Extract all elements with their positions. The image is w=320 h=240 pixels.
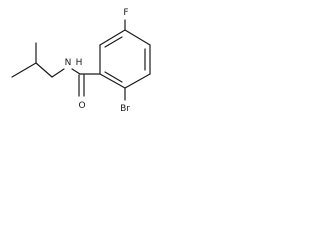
ring-bond — [124, 73, 151, 89]
ring-bond — [99, 29, 126, 46]
structural-formula: F Br O N H — [11, 8, 151, 114]
oxygen-label: O — [78, 101, 85, 111]
methylene-to-methine-bond — [35, 62, 53, 78]
nitrogen-label: N — [65, 58, 72, 68]
ring-double-bond-inner — [104, 36, 123, 48]
hydrogen-label: H — [76, 58, 83, 68]
benzene-ring — [99, 29, 151, 89]
methine-to-methyl-bond — [11, 62, 37, 78]
nitrogen-to-methylene-bond — [51, 68, 65, 78]
ring-bond — [99, 73, 126, 89]
ring-bond — [124, 29, 151, 46]
bromine-label: Br — [120, 104, 130, 114]
ring-double-bond-inner — [104, 71, 123, 83]
carbonyl-to-nitrogen-bond — [71, 68, 81, 75]
fluorine-label: F — [123, 8, 128, 18]
